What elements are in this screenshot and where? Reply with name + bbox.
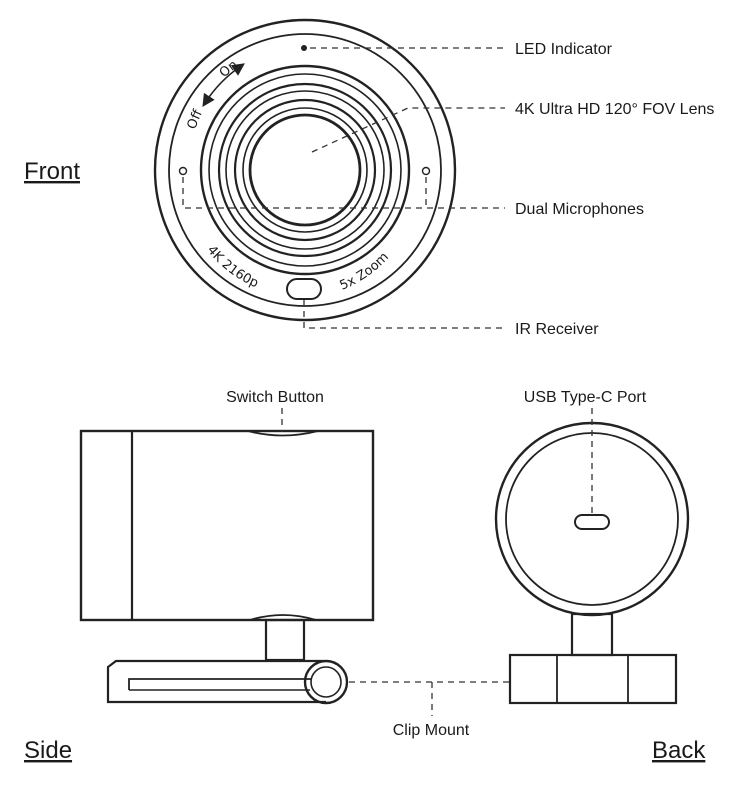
section-title-front: Front [24, 158, 80, 185]
clip-mount-hinge [303, 659, 349, 705]
back-neck [570, 612, 614, 657]
front-leaders [182, 47, 505, 329]
side-body [79, 429, 375, 622]
label-switch-button: Switch Button [226, 389, 324, 406]
led-indicator [301, 45, 307, 51]
side-view [79, 429, 375, 705]
lens-rings [199, 64, 411, 276]
marking-on: On [217, 58, 241, 81]
front-inner-ring [168, 33, 442, 307]
section-title-side: Side [24, 737, 72, 764]
front-outer-ring [153, 18, 457, 322]
side-bottom-notch [249, 614, 317, 621]
lower-leaders [281, 408, 593, 716]
label-led-indicator: LED Indicator [515, 41, 613, 58]
power-arrow-icon [202, 63, 245, 108]
back-inner-ring [505, 432, 679, 606]
microphone-right [421, 166, 431, 176]
usb-type-c-port [574, 514, 610, 530]
lens-glass [248, 113, 362, 227]
label-lens: 4K Ultra HD 120° FOV Lens [515, 101, 714, 118]
clip-mount-arm [106, 659, 326, 704]
label-ir-receiver: IR Receiver [515, 321, 599, 338]
section-title-back: Back [652, 737, 706, 764]
front-view: On Off 4K 2160p 5x Zoom [153, 18, 457, 322]
side-neck [264, 618, 306, 662]
clip-mount-slot [128, 678, 312, 690]
ir-receiver [286, 278, 322, 300]
back-view [494, 421, 690, 705]
switch-button [247, 430, 319, 437]
marking-off: Off [185, 107, 207, 132]
label-usb-type-c-port: USB Type-C Port [524, 389, 647, 406]
label-dual-microphones: Dual Microphones [515, 201, 644, 218]
back-outer-ring [494, 421, 690, 617]
label-clip-mount: Clip Mount [393, 722, 470, 739]
back-clip-base [508, 653, 678, 705]
microphone-left [178, 166, 188, 176]
